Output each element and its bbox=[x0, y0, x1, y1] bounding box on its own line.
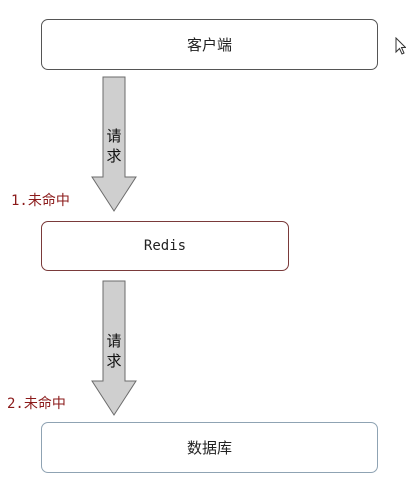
request-arrow-2 bbox=[91, 280, 137, 416]
mouse-pointer-icon bbox=[395, 37, 406, 55]
request-arrow-1-label: 请 求 bbox=[104, 126, 124, 166]
second-miss-annotation: 2.未命中 bbox=[7, 396, 66, 412]
redis-node-label: Redis bbox=[143, 238, 187, 254]
request-arrow-2-label-line2: 求 bbox=[106, 352, 122, 370]
database-node: 数据库 bbox=[41, 422, 378, 473]
request-arrow-1 bbox=[91, 76, 137, 212]
database-node-label: 数据库 bbox=[186, 439, 232, 457]
request-arrow-1-label-line1: 请 bbox=[106, 127, 122, 145]
first-miss-annotation: 1.未命中 bbox=[11, 193, 70, 209]
request-arrow-2-label-line1: 请 bbox=[106, 332, 122, 350]
client-node-label: 客户端 bbox=[186, 36, 232, 54]
client-node: 客户端 bbox=[41, 19, 378, 70]
request-arrow-1-label-line2: 求 bbox=[106, 147, 122, 165]
redis-node: Redis bbox=[41, 221, 289, 271]
request-arrow-2-label: 请 求 bbox=[104, 331, 124, 371]
